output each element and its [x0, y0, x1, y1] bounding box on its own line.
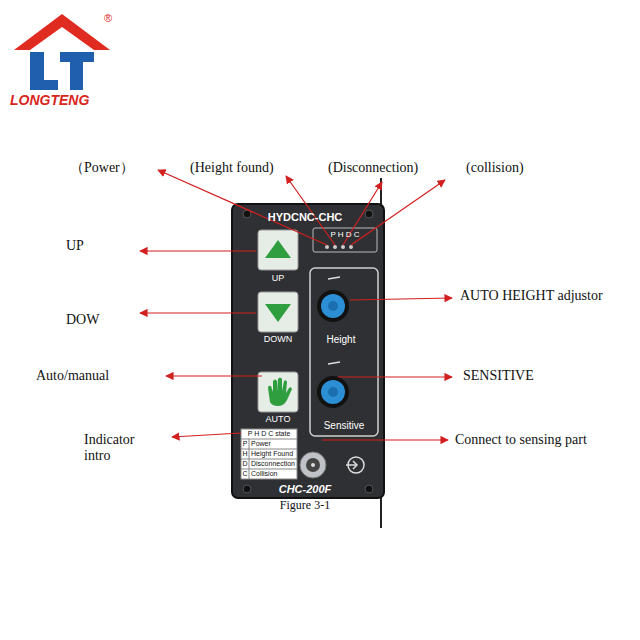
callout-label: (Disconnection): [328, 160, 418, 176]
callout-label: SENSITIVE: [463, 368, 534, 384]
callout-label: （Power）: [70, 160, 134, 176]
table-cell: C: [242, 470, 247, 478]
callout-label: Connect to sensing part: [455, 432, 587, 448]
controller-panel: [232, 178, 384, 528]
callout-label: AUTO HEIGHT adjustor: [460, 288, 603, 304]
model-name: CHC-200F: [279, 483, 332, 496]
logo-mark: [14, 14, 110, 90]
registered-mark: ®: [104, 12, 112, 25]
button-label: DOWN: [264, 334, 293, 344]
callout-label: (Height found): [190, 160, 274, 176]
panel-title: HYDCNC-CHC: [268, 211, 343, 224]
callout-label: Indicator intro: [84, 432, 164, 464]
knob-label: Sensitive: [324, 420, 365, 432]
indicator-letters: P H D C: [330, 230, 359, 239]
table-cell: D: [242, 460, 247, 468]
knob-label: Height: [327, 334, 356, 346]
table-cell: P: [243, 440, 248, 448]
table-cell: Power: [251, 440, 271, 448]
brand-name: LONGTENG: [10, 92, 89, 108]
table-cell: H: [242, 450, 247, 458]
callout-label: (collision): [466, 160, 524, 176]
callout-label: Auto/manual: [36, 368, 109, 384]
table-header: P H D C state: [248, 430, 291, 438]
leader-arrows: [140, 170, 452, 440]
callout-label: DOW: [66, 312, 99, 328]
button-label: UP: [272, 273, 285, 283]
callout-label: UP: [66, 238, 84, 254]
table-cell: Height Found: [251, 450, 293, 458]
button-label: AUTO: [266, 414, 291, 424]
table-cell: Disconnection: [251, 460, 295, 468]
figure-caption: Figure 3-1: [280, 499, 330, 513]
table-cell: Collision: [251, 470, 277, 478]
